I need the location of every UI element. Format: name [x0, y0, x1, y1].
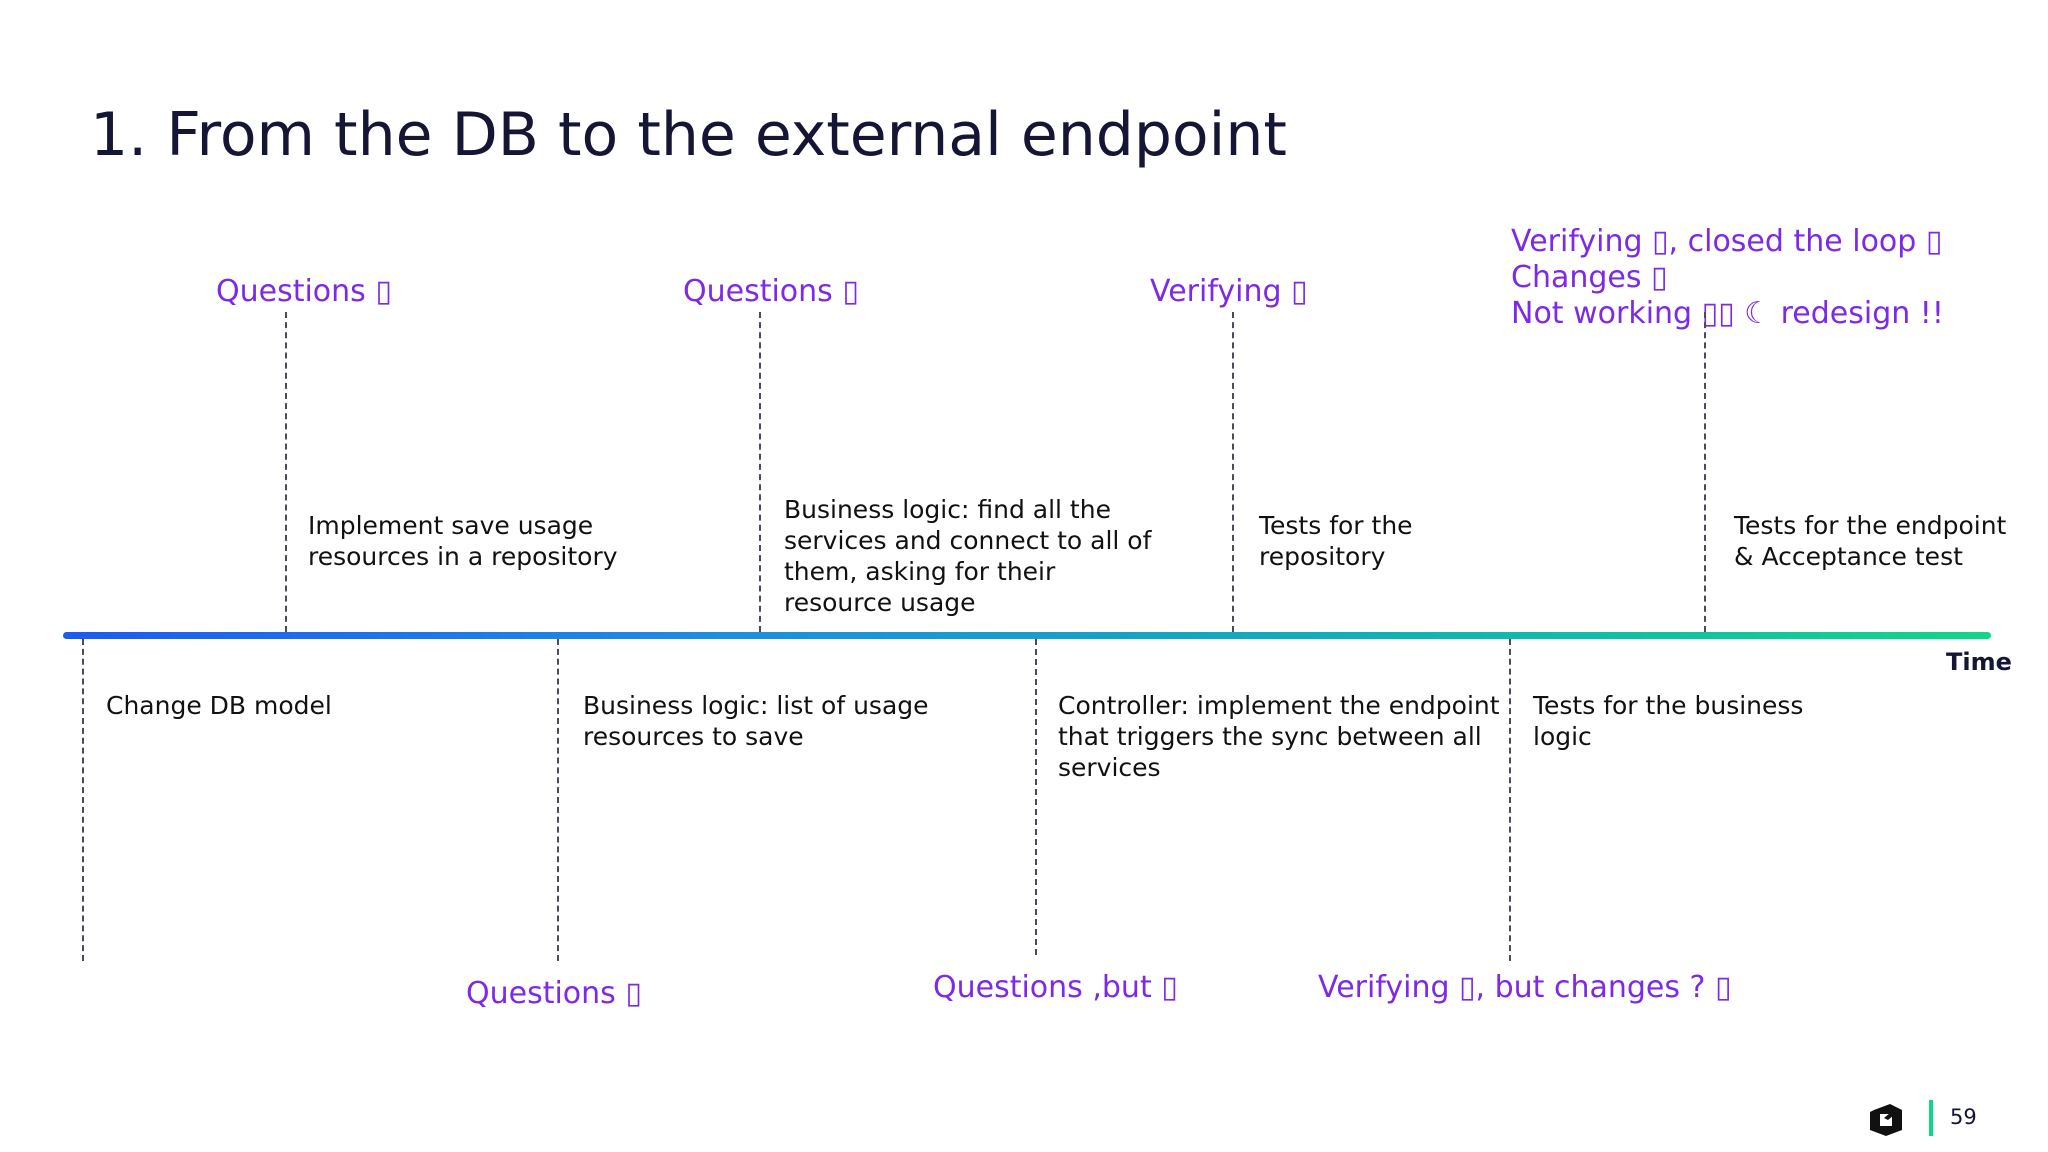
task-tests-repository: Tests for the repository [1259, 510, 1413, 572]
time-axis-label: Time [1946, 648, 2012, 676]
task-line: Tests for the business [1533, 691, 1804, 720]
note-questions-3: Questions ▯ [466, 976, 642, 1012]
note-questions-2: Questions ▯ [683, 274, 859, 310]
page-number: 59 [1950, 1105, 1977, 1129]
note-questions-1: Questions ▯ [216, 274, 392, 310]
task-line: Change DB model [106, 691, 332, 720]
timeline-bar [63, 632, 1991, 639]
connector-above-1 [285, 312, 287, 632]
task-line: Implement save usage [308, 511, 594, 540]
connector-below-4 [1509, 639, 1511, 961]
task-line: that triggers the sync between all [1058, 722, 1482, 751]
task-line: Tests for the endpoint [1734, 511, 2007, 540]
task-line: Controller: implement the endpoint [1058, 691, 1500, 720]
note-line: Changes ▯ [1511, 260, 1668, 295]
connector-below-2 [557, 639, 559, 961]
connector-below-1 [82, 639, 84, 961]
task-line: Business logic: list of usage [583, 691, 929, 720]
task-line: & Acceptance test [1734, 542, 1963, 571]
task-line: repository [1259, 542, 1386, 571]
note-verifying-1: Verifying ▯ [1150, 274, 1308, 310]
task-line: Business logic: find all the [784, 495, 1111, 524]
note-line: Questions ▯ [216, 274, 392, 309]
task-line: services [1058, 753, 1161, 782]
connector-above-2 [759, 312, 761, 632]
footer-separator [1929, 1100, 1933, 1136]
connector-below-3 [1035, 639, 1037, 955]
task-change-db-model: Change DB model [106, 690, 332, 721]
note-line: Verifying ▯ [1150, 274, 1308, 309]
task-line: Tests for the [1259, 511, 1413, 540]
task-implement-save-usage: Implement save usage resources in a repo… [308, 510, 618, 572]
task-line: logic [1533, 722, 1592, 751]
connector-above-3 [1232, 312, 1234, 632]
note-line: Not working ▯▯ ☾ redesign !! [1511, 296, 1944, 331]
note-line: Verifying ▯, but changes ? ▯ [1318, 970, 1732, 1005]
note-line: Questions ,but ▯ [933, 970, 1178, 1005]
task-controller-endpoint: Controller: implement the endpoint that … [1058, 690, 1500, 783]
task-line: resources in a repository [308, 542, 618, 571]
task-line: them, asking for their [784, 557, 1056, 586]
note-questions-but: Questions ,but ▯ [933, 970, 1178, 1006]
connector-above-4 [1704, 312, 1706, 632]
task-tests-business-logic: Tests for the business logic [1533, 690, 1803, 752]
task-line: services and connect to all of [784, 526, 1152, 555]
task-business-logic-list-usage: Business logic: list of usage resources … [583, 690, 929, 752]
task-line: resource usage [784, 588, 976, 617]
cube-logo-icon [1870, 1104, 1902, 1136]
task-tests-endpoint-acceptance: Tests for the endpoint & Acceptance test [1734, 510, 2006, 572]
note-verifying-but-changes: Verifying ▯, but changes ? ▯ [1318, 970, 1732, 1006]
note-line: Questions ▯ [466, 976, 642, 1011]
task-line: resources to save [583, 722, 804, 751]
note-line: Verifying ▯, closed the loop ▯ [1511, 224, 1943, 259]
note-line: Questions ▯ [683, 274, 859, 309]
note-verifying-closed-loop: Verifying ▯, closed the loop ▯ Changes ▯… [1511, 224, 1944, 332]
slide-title: 1. From the DB to the external endpoint [90, 100, 1287, 170]
task-business-logic-find-services: Business logic: find all the services an… [784, 494, 1151, 618]
